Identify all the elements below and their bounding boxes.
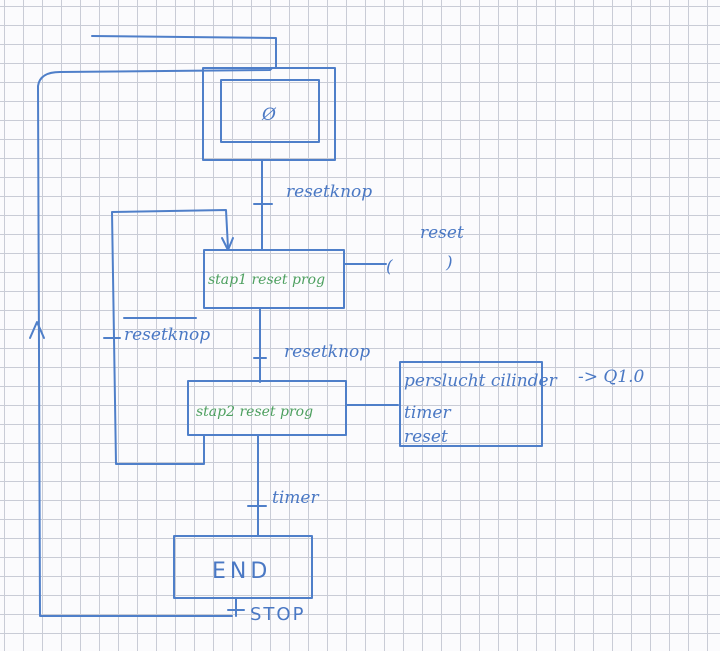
action-reset: reset [404,427,448,447]
action-open-bracket: ( [386,257,393,277]
loop-transition-label: resetknop [124,325,210,345]
initial-step-label: Ø [261,105,277,125]
step-1-box [203,249,345,309]
initial-step: Ø [202,67,336,161]
transition-1-label: resetknop [286,182,372,202]
end-step-box [173,535,313,599]
step-2-box [187,380,347,436]
step-2-actions-box [399,361,543,447]
transition-3-label: timer [272,488,319,508]
transition-4-label: STOP [250,604,305,625]
return-arrow [29,321,45,339]
end-step-label: END [212,559,271,584]
step-2-label: stap2 reset prog [196,404,313,420]
action-close-bracket: ) [445,253,453,273]
output-label: -> Q1.0 [578,367,645,387]
step-1-label: stap1 reset prog [208,272,325,288]
return-line [37,67,273,617]
transition-2-label: resetknop [284,342,370,362]
action-timer: timer [404,403,451,423]
step-1-action-label: reset [420,223,464,243]
action-perslucht: perslucht cilinder [404,371,558,391]
